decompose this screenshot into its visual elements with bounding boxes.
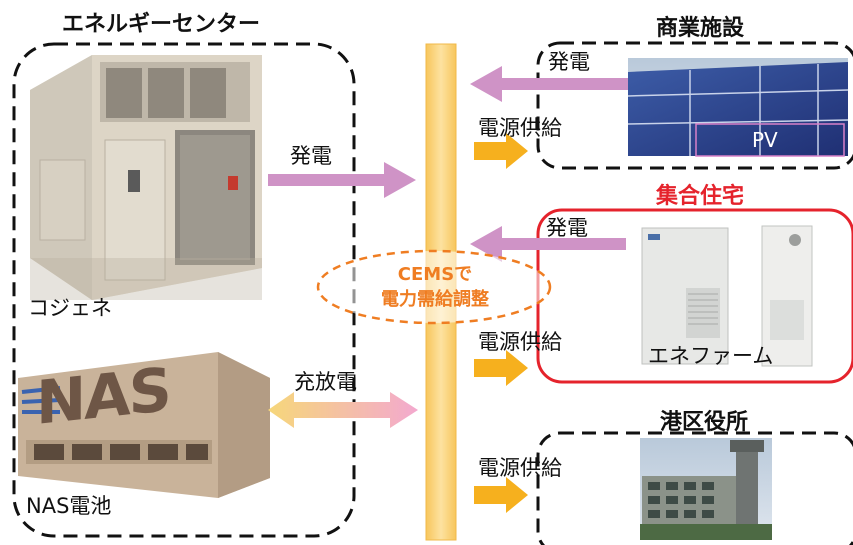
- arrow-commercial-supply: [474, 133, 528, 169]
- arrow-housing-power: [470, 226, 626, 262]
- ward-office-boundary: [536, 431, 853, 545]
- commercial-title: 商業施設: [656, 16, 745, 41]
- flow-charge-label: 充放電: [294, 370, 357, 394]
- housing-power-label: 発電: [546, 216, 588, 240]
- arrow-ward-supply: [474, 477, 528, 513]
- commercial-supply-label: 電源供給: [478, 116, 562, 140]
- enefarm-label: エネファーム: [648, 344, 774, 368]
- commercial-power-label: 発電: [548, 50, 590, 74]
- arrow-cogen-to-cems: [268, 162, 416, 198]
- ward-office-image: [640, 438, 772, 540]
- cogen-label: コジェネ: [28, 296, 112, 320]
- arrow-commercial-power: [470, 66, 628, 102]
- cems-ellipse: [316, 249, 552, 325]
- arrow-housing-supply: [474, 350, 528, 386]
- cogeneration-unit: [30, 55, 262, 300]
- nas-label: NAS電池: [26, 494, 112, 518]
- ward-supply-label: 電源供給: [478, 456, 562, 480]
- housing-supply-label: 電源供給: [478, 330, 562, 354]
- flow-power-label: 発電: [290, 144, 332, 168]
- cems-line1: CEMSで: [397, 264, 473, 285]
- enefarm-image: [641, 225, 813, 367]
- cems-label: CEMSで 電力需給調整: [340, 262, 530, 312]
- commercial-boundary: [536, 41, 853, 170]
- pv-label: PV: [752, 128, 778, 152]
- pv-panel-image: [627, 58, 849, 157]
- cems-line2: 電力需給調整: [381, 289, 489, 310]
- arrow-charge-discharge: [268, 392, 418, 428]
- ward-office-title: 港区役所: [660, 410, 749, 435]
- housing-title: 集合住宅: [656, 184, 745, 209]
- nas-battery-unit: [18, 352, 270, 498]
- energy-center-title: エネルギーセンター: [62, 12, 261, 37]
- nas-logo: NAS: [36, 354, 170, 440]
